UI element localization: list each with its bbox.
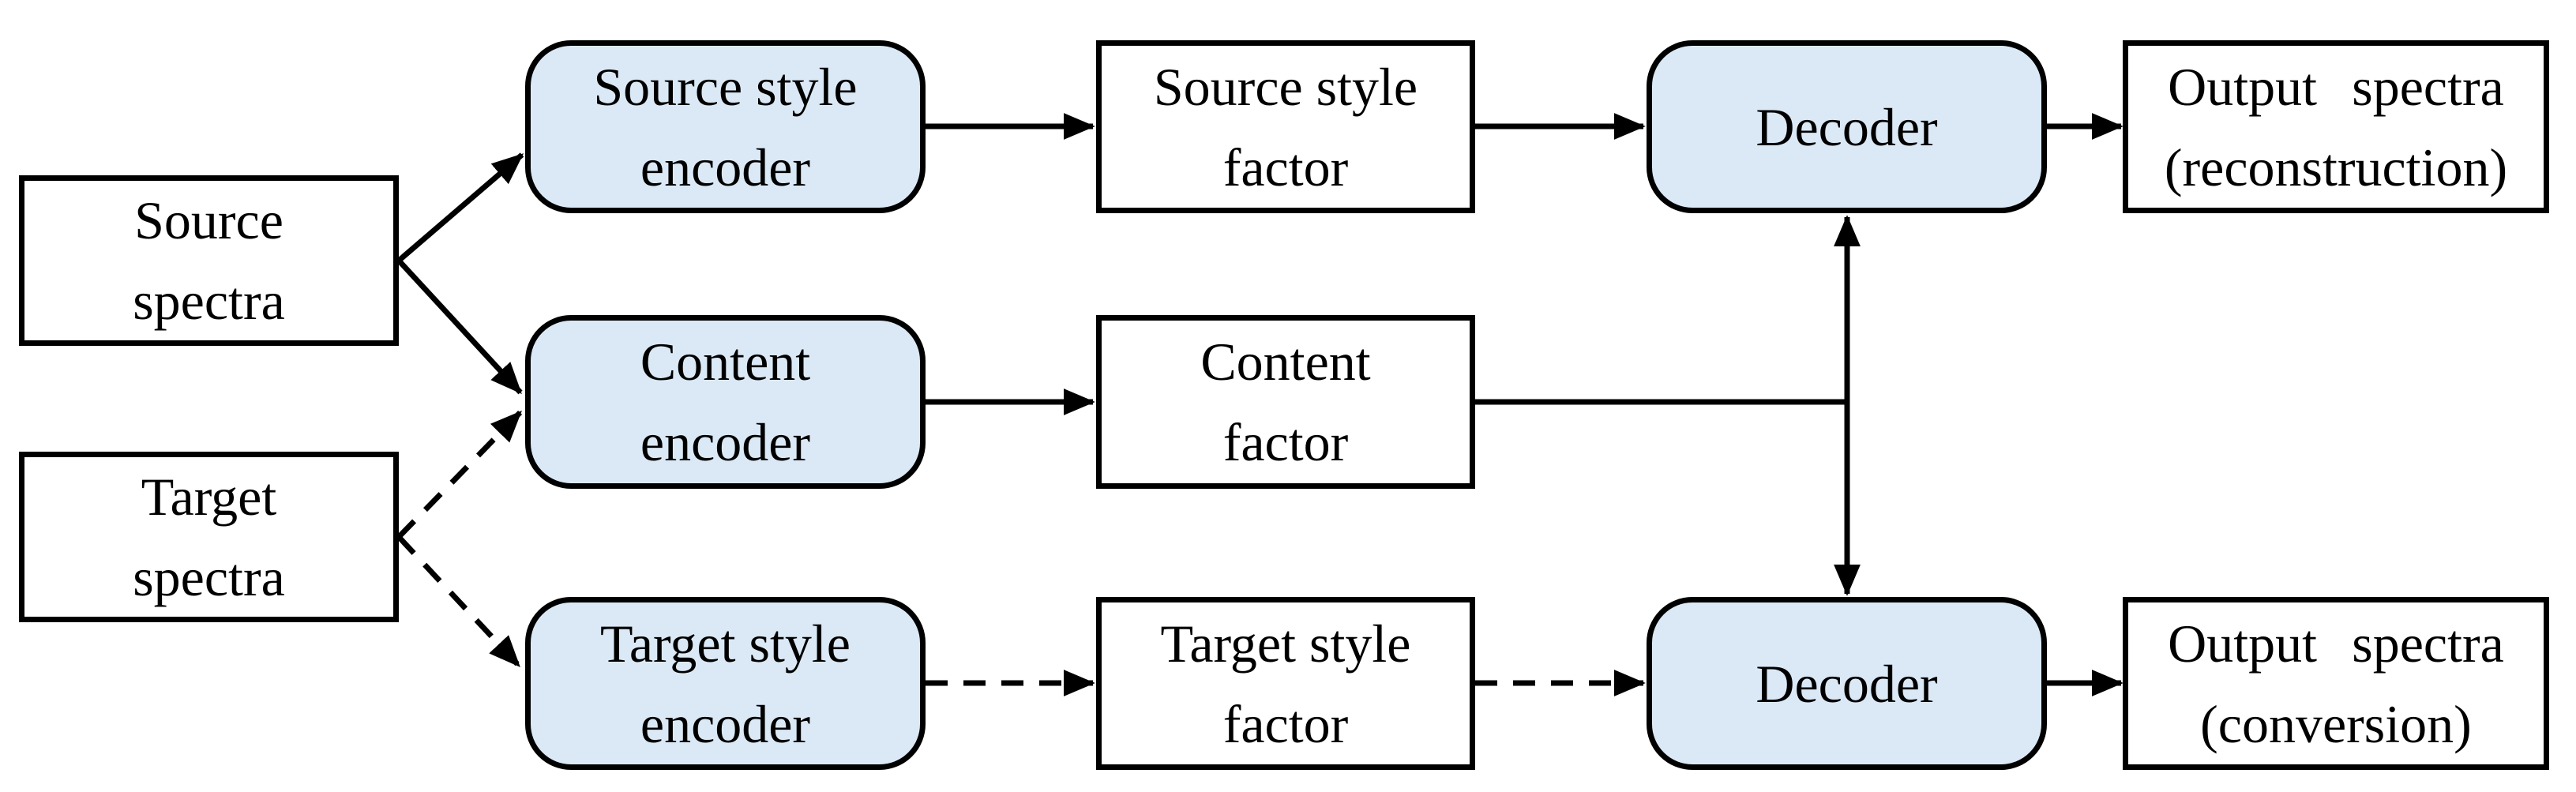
node-target-style-encoder: Target style encoder: [525, 597, 926, 770]
node-decoder-bottom: Decoder: [1647, 597, 2047, 770]
node-output-reconstruction: Output spectra (reconstruction): [2123, 40, 2549, 213]
node-output-conversion: Output spectra (conversion): [2123, 597, 2549, 770]
node-source-style-encoder: Source style encoder: [525, 40, 926, 213]
node-target-style-factor: Target style factor: [1096, 597, 1475, 770]
node-source-style-factor: Source style factor: [1096, 40, 1475, 213]
edge-target-spectra-to-content-encoder: [396, 410, 523, 539]
edge-source-spectra-to-content-encoder: [396, 258, 523, 395]
node-content-encoder: Content encoder: [525, 315, 926, 489]
edge-target-spectra-to-target-style-encoder: [396, 535, 521, 668]
node-target-spectra: Target spectra: [19, 452, 399, 622]
node-source-spectra: Source spectra: [19, 175, 399, 346]
edge-source-spectra-to-source-style-encoder: [396, 152, 524, 263]
node-content-factor: Content factor: [1096, 315, 1475, 489]
node-decoder-top: Decoder: [1647, 40, 2047, 213]
